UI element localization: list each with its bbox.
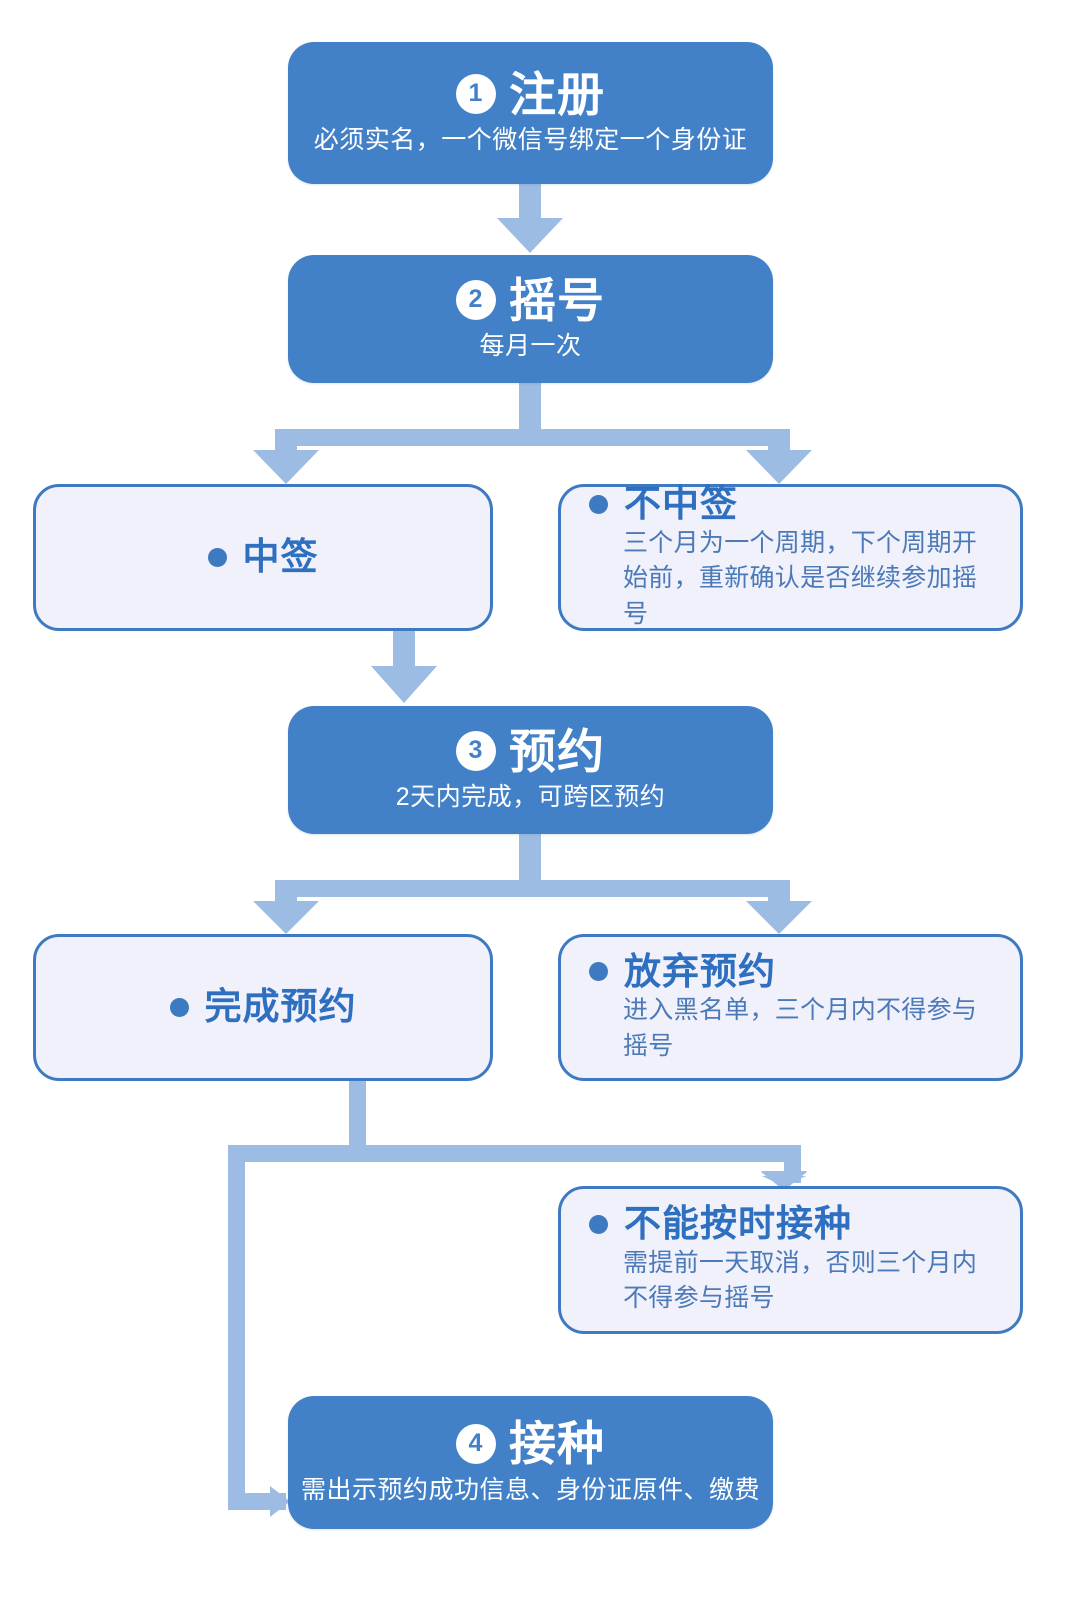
node-giveup-subtitle: 进入黑名单，三个月内不得参与摇号 [623,996,978,1060]
node-not-selected-subtitle: 三个月为一个周期，下个周期开始前，重新确认是否继续参加摇号 [623,528,978,628]
node-late-title: 不能按时接种 [624,1203,852,1245]
node-vaccinate-title-row: 4 接种 [456,1417,605,1471]
node-register-subtitle: 必须实名，一个微信号绑定一个身份证 [313,126,748,155]
connector-selected-to-appointment [371,631,437,703]
bullet-icon [589,962,608,982]
node-appointment[interactable]: 3 预约 2天内完成，可跨区预约 [288,706,773,834]
connector-done-to-vaccinate [228,1486,290,1517]
bullet-icon [207,547,227,567]
step-number-badge: 2 [456,280,496,321]
node-done-title: 完成预约 [204,986,357,1028]
node-vaccinate[interactable]: 4 接种 需出示预约成功信息、身份证原件、缴费 [288,1396,773,1529]
step-number-badge: 4 [456,1423,496,1464]
node-register-title: 注册 [509,67,605,121]
node-done-head: 完成预约 [169,986,357,1029]
node-selected-title: 中签 [242,536,319,578]
node-lottery-title: 摇号 [509,273,605,327]
step-number-badge: 1 [456,74,496,115]
node-not-selected[interactable]: 不中签 三个月为一个周期，下个周期开始前，重新确认是否继续参加摇号 [558,483,1023,631]
node-appointment-title: 预约 [509,724,605,778]
node-late-subtitle: 需提前一天取消，否则三个月内不得参与摇号 [623,1248,978,1313]
node-vaccinate-title: 接种 [509,1417,605,1471]
node-giveup-title: 放弃预约 [624,950,776,992]
bullet-icon [589,494,608,514]
connector-appointment-branch [253,834,812,934]
node-late-head: 不能按时接种 [561,1203,1020,1246]
bullet-icon [169,997,189,1017]
node-giveup[interactable]: 放弃预约 进入黑名单，三个月内不得参与摇号 [558,934,1023,1081]
node-lottery-subtitle: 每月一次 [479,332,582,361]
connector-register-to-lottery [497,184,563,253]
node-appointment-subtitle: 2天内完成，可跨区预约 [395,783,666,812]
node-late[interactable]: 不能按时接种 需提前一天取消，否则三个月内不得参与摇号 [558,1186,1023,1334]
node-done[interactable]: 完成预约 [33,934,493,1081]
node-not-selected-title: 不中签 [624,482,738,524]
node-register[interactable]: 1 注册 必须实名，一个微信号绑定一个身份证 [288,42,773,184]
node-not-selected-head: 不中签 [561,483,1020,526]
node-appointment-title-row: 3 预约 [456,724,605,778]
node-lottery[interactable]: 2 摇号 每月一次 [288,255,773,383]
node-vaccinate-subtitle: 需出示预约成功信息、身份证原件、缴费 [300,1475,760,1504]
node-giveup-head: 放弃预约 [561,951,1020,994]
bullet-icon [589,1214,608,1234]
node-register-title-row: 1 注册 [456,67,605,121]
node-selected-head: 中签 [207,536,319,579]
node-selected[interactable]: 中签 [33,484,493,631]
node-lottery-title-row: 2 摇号 [456,273,605,327]
connector-lottery-branch [253,383,812,484]
step-number-badge: 3 [456,731,496,772]
